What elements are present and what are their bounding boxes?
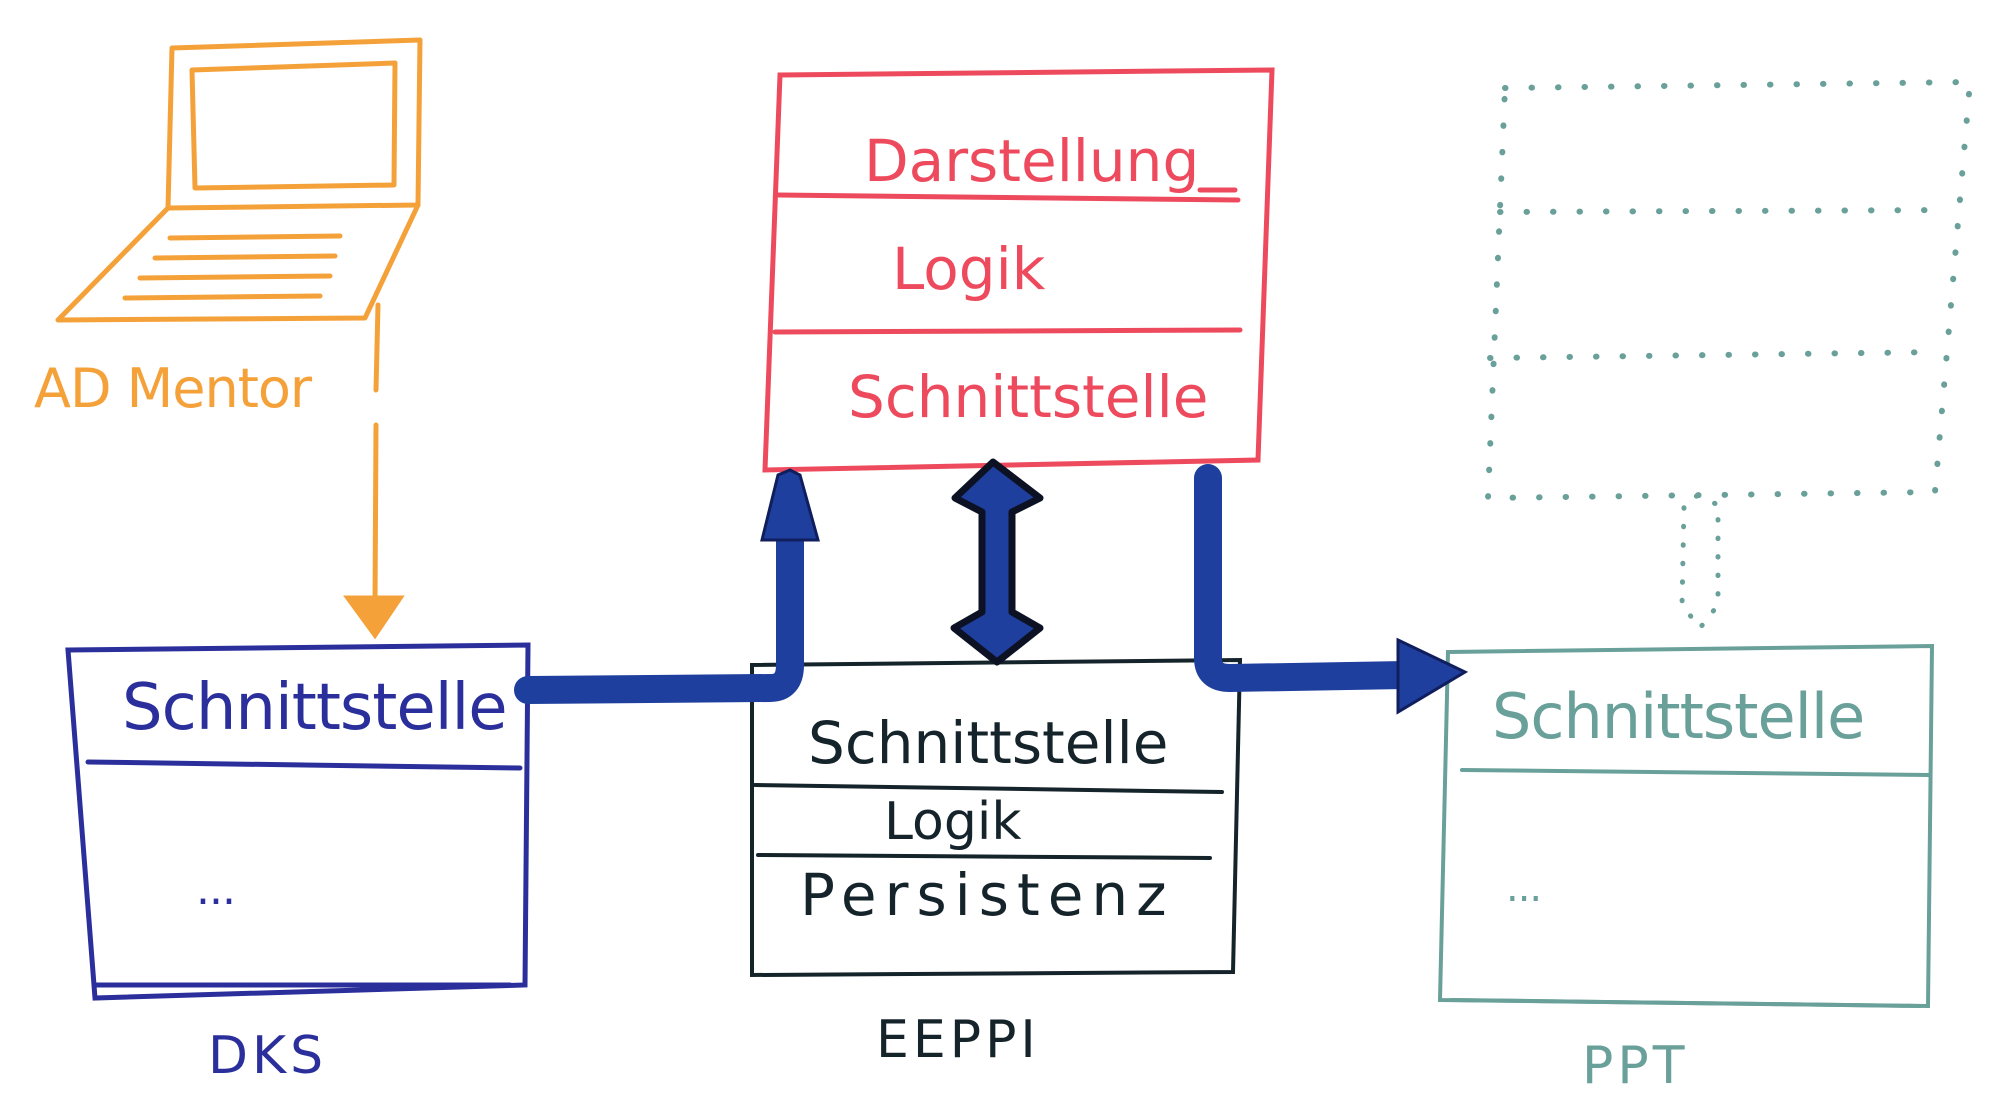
top-box-eeppi-double-arrow: [950, 458, 1044, 666]
placeholder-dotted-arrow: [1679, 492, 1721, 633]
top-box-to-ppt-arrow: [1194, 464, 1469, 715]
dks-to-top-box-arrow: [514, 468, 820, 704]
dks-row-schnittstelle: Schnittstelle: [122, 671, 508, 745]
admentor-to-dks-arrow: [343, 302, 405, 640]
ppt-row-ellipsis: ...: [1506, 865, 1542, 911]
top-box-frame: [762, 67, 1275, 473]
top-box-row-logik: Logik: [892, 235, 1046, 303]
eeppi-row-persistenz: Persistenz: [800, 861, 1175, 929]
laptop-icon: [55, 37, 423, 323]
eeppi-row-logik: Logik: [884, 792, 1022, 852]
ppt-row-schnittstelle: Schnittstelle: [1492, 680, 1865, 753]
top-box-row-darstellung: Darstellung: [864, 127, 1200, 195]
placeholder-dotted-box: [1484, 78, 1974, 502]
dks-row-ellipsis: ...: [196, 864, 236, 915]
eeppi-frame: [750, 657, 1243, 978]
top-box-row-schnittstelle: Schnittstelle: [848, 363, 1209, 431]
ppt-caption: PPT: [1582, 1036, 1689, 1096]
dks-caption: DKS: [208, 1026, 328, 1086]
admentor-label: AD Mentor: [34, 357, 312, 420]
eeppi-caption: EEPPI: [876, 1010, 1040, 1070]
eeppi-row-schnittstelle: Schnittstelle: [808, 709, 1169, 777]
dks-frame: [65, 642, 531, 1001]
ppt-frame: [1437, 643, 1935, 1009]
